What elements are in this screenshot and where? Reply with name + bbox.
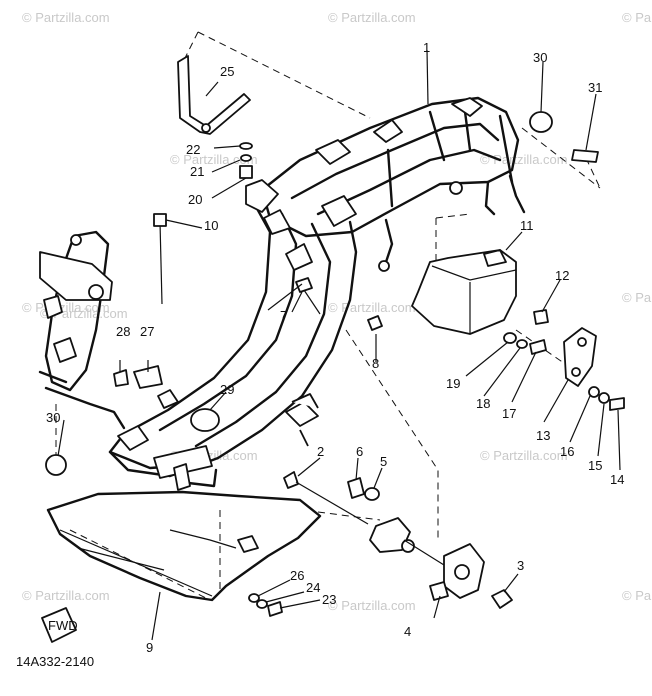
watermark: © Partzilla.com	[328, 10, 416, 25]
callout-6: 6	[356, 444, 363, 459]
watermark: © Partzilla.com	[328, 300, 416, 315]
diagram-code: 14A332-2140	[16, 654, 94, 669]
watermark: © Partzilla.com	[170, 152, 258, 167]
callout-9: 9	[146, 640, 153, 655]
main-frame	[108, 96, 526, 491]
watermark: © Partzilla.com	[328, 598, 416, 613]
callout-labels: 1 2 3 4 5 6 7 8 9 10 11 12 13 14 15 16 1…	[46, 40, 624, 655]
fwd-tag-text: FWD	[48, 618, 78, 633]
callout-22: 22	[186, 142, 200, 157]
callout-5: 5	[380, 454, 387, 469]
floor-panel	[46, 490, 322, 602]
watermark: © Partzilla.com	[22, 588, 110, 603]
watermark: © Partzilla.com	[22, 300, 110, 315]
watermark: © Partzilla.com	[480, 152, 568, 167]
callout-28: 28	[116, 324, 130, 339]
callout-29: 29	[220, 382, 234, 397]
callout-25: 25	[220, 64, 234, 79]
callout-26: 26	[290, 568, 304, 583]
watermark: © Partzilla.com	[622, 290, 652, 305]
upper-bracket-25	[177, 55, 251, 135]
callout-18: 18	[476, 396, 490, 411]
callout-3: 3	[517, 558, 524, 573]
watermark-layer: © Partzilla.com © Partzilla.com © Partzi…	[22, 10, 652, 613]
callout-14: 14	[610, 472, 624, 487]
callout-30-top: 30	[533, 50, 547, 65]
callout-17: 17	[502, 406, 516, 421]
watermark: © Partzilla.com	[622, 588, 652, 603]
callout-23: 23	[322, 592, 336, 607]
callout-12: 12	[555, 268, 569, 283]
callout-27: 27	[140, 324, 154, 339]
callout-30-left: 30	[46, 410, 60, 425]
callout-10: 10	[204, 218, 218, 233]
callout-13: 13	[536, 428, 550, 443]
watermark: © Partzilla.com	[22, 10, 110, 25]
callout-19: 19	[446, 376, 460, 391]
callout-20: 20	[188, 192, 202, 207]
callout-1: 1	[423, 40, 430, 55]
callout-8: 8	[372, 356, 379, 371]
callout-7: 7	[280, 308, 287, 323]
callout-15: 15	[588, 458, 602, 473]
front-bracket	[38, 230, 126, 430]
callout-11: 11	[520, 218, 534, 233]
callout-31: 31	[588, 80, 602, 95]
watermark: © Partzilla.com	[480, 448, 568, 463]
callout-16: 16	[560, 444, 574, 459]
callout-21: 21	[190, 164, 204, 179]
guide-lines	[55, 31, 601, 601]
watermark: © Partzilla.com	[622, 10, 652, 25]
callout-4: 4	[404, 624, 411, 639]
small-parts: FWD	[41, 49, 625, 643]
callout-2: 2	[317, 444, 324, 459]
callout-24: 24	[306, 580, 320, 595]
